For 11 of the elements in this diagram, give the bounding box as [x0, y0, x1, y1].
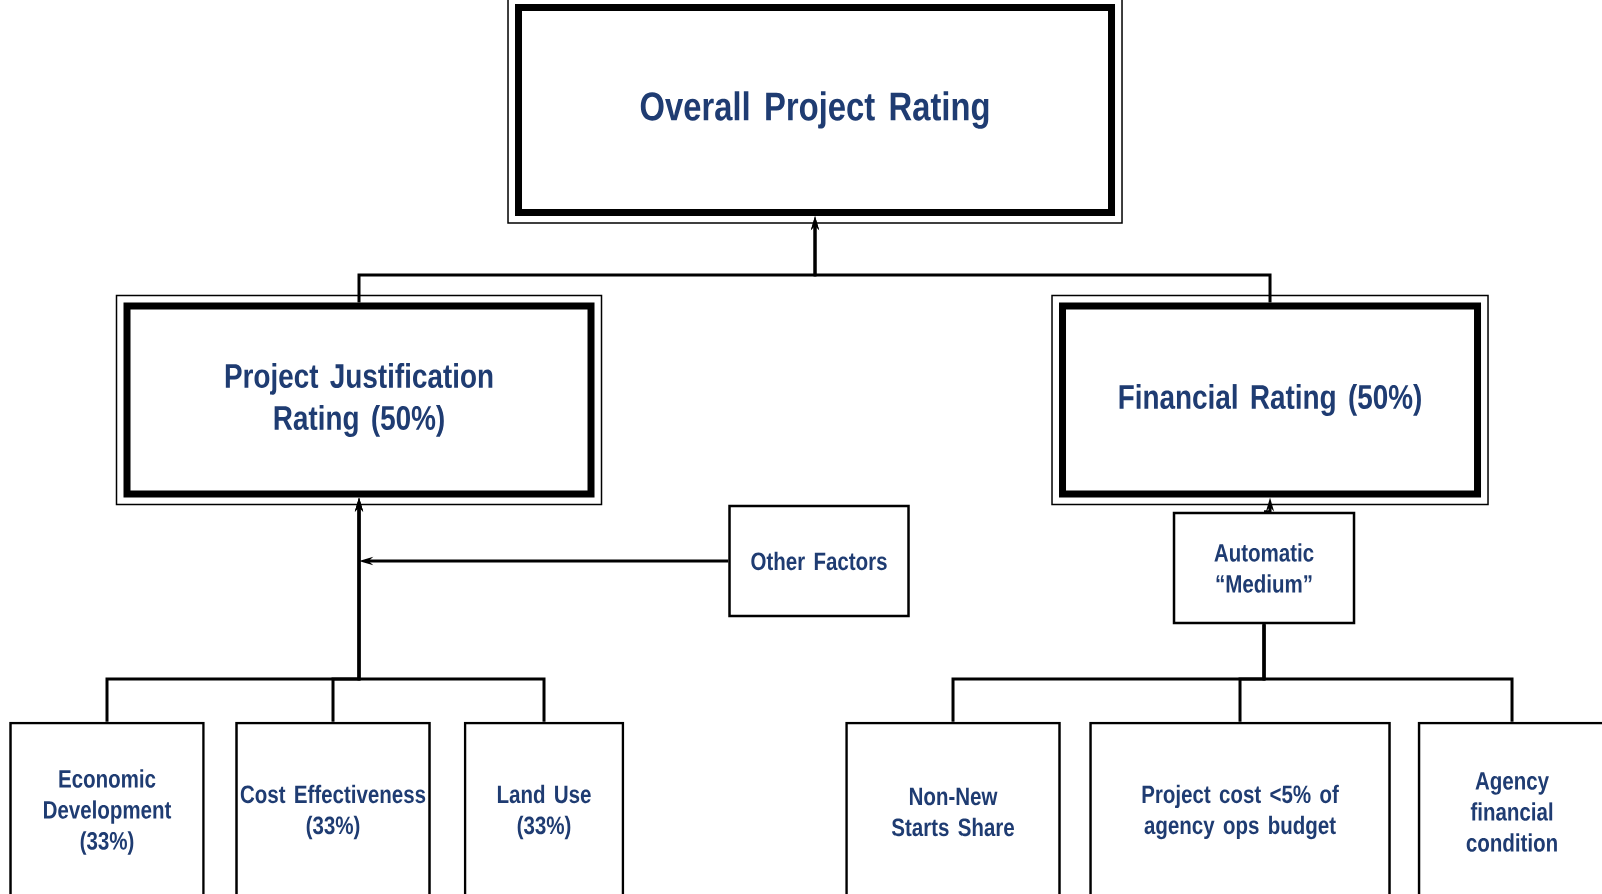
- rating-box: Overall Project Rating: [507, 0, 1123, 224]
- criterion-box: Agency financial condition: [1417, 721, 1602, 894]
- factor-box: Automatic “Medium”: [1172, 511, 1356, 625]
- rating-box: Financial Rating (50%): [1051, 294, 1489, 506]
- criterion-box: Non-New Starts Share: [845, 721, 1061, 894]
- criterion-box: Cost Effectiveness (33%): [235, 721, 431, 894]
- criterion-box: Economic Development (33%): [9, 721, 205, 894]
- criterion-box: Land Use (33%): [463, 721, 625, 894]
- factor-box: Other Factors: [728, 504, 910, 618]
- rating-box: Project Justification Rating (50%): [115, 294, 603, 506]
- criterion-box: Project cost <5% of agency ops budget: [1089, 721, 1391, 894]
